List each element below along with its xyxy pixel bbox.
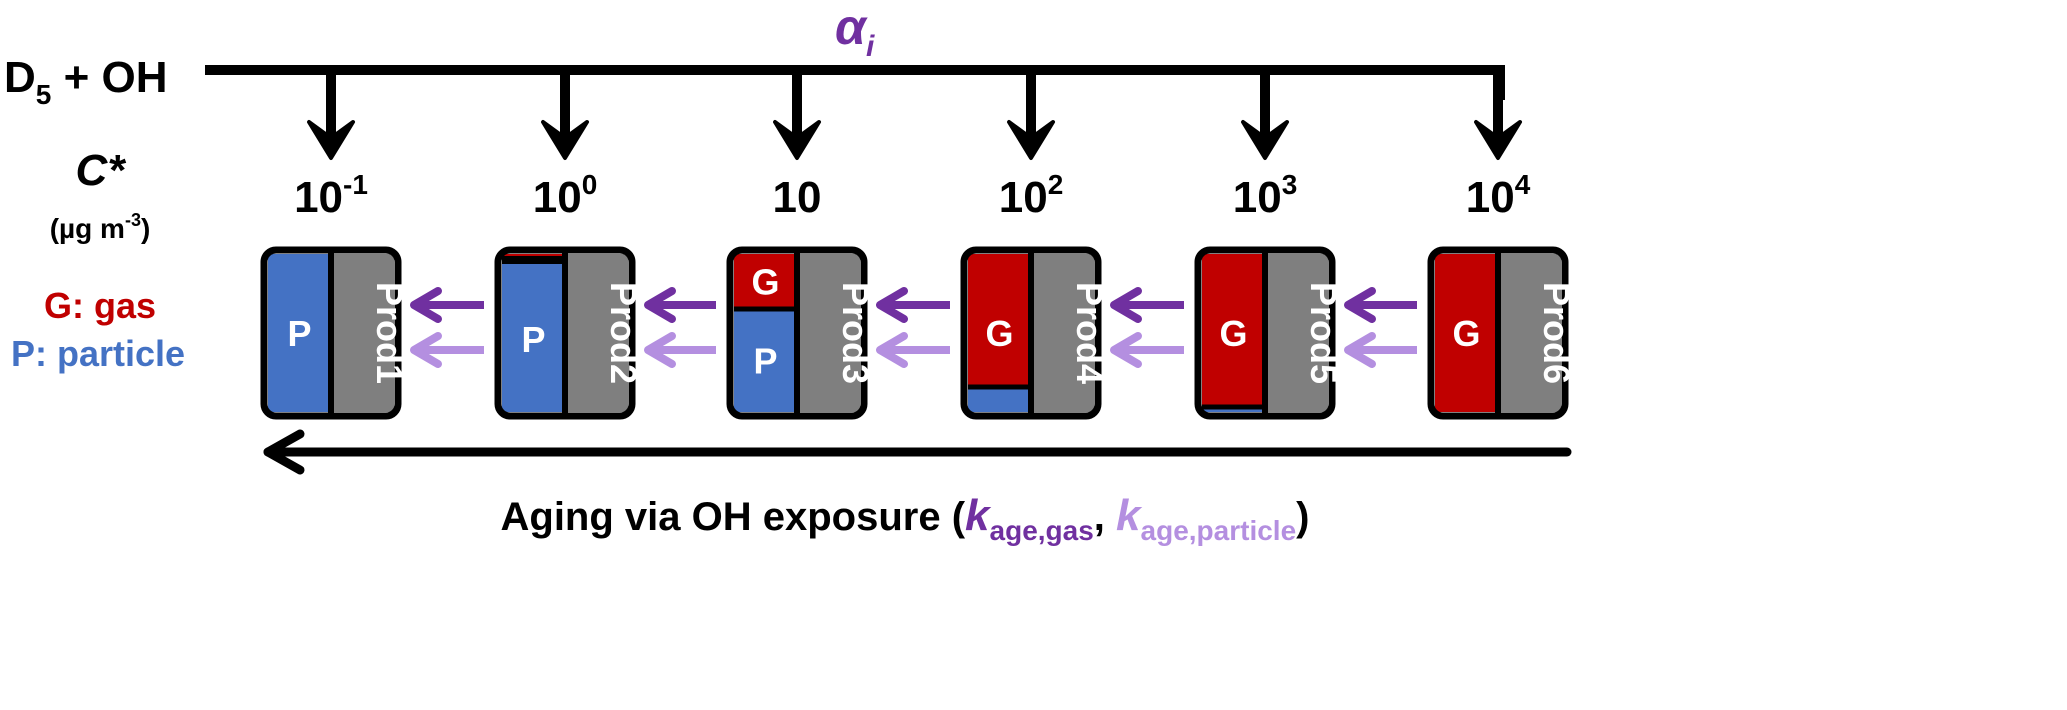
- particle-letter: P: [753, 341, 777, 382]
- particle-aging-arrow: [1110, 332, 1184, 368]
- cstar-value: 10-1: [294, 169, 368, 222]
- legend-gas: G: gas: [44, 285, 156, 326]
- gas-aging-arrow: [1110, 287, 1184, 323]
- arrow-head-icon: [1344, 287, 1376, 323]
- down-arrow-head-icon: [1241, 120, 1289, 160]
- particle-aging-arrow: [644, 332, 716, 368]
- product-label: Prod2: [603, 282, 644, 384]
- gas-letter: G: [751, 262, 779, 303]
- product-panel: [331, 254, 394, 412]
- cstar-value: 104: [1466, 169, 1531, 222]
- arrow-head-icon: [876, 287, 908, 323]
- product-panel: [797, 254, 860, 412]
- particle-fraction: [268, 254, 331, 412]
- gas-fraction: [1435, 254, 1498, 412]
- yield-label: αi: [835, 0, 875, 63]
- cstar-value: 100: [533, 169, 598, 222]
- particle-aging-arrow: [1344, 332, 1417, 368]
- gas-aging-arrow: [410, 287, 484, 323]
- product-label: Prod6: [1536, 282, 1577, 384]
- product-panel: [565, 254, 628, 412]
- arrow-head-icon: [410, 332, 442, 368]
- reactant-label: D5 + OH: [4, 53, 168, 110]
- aging-arrow: [263, 429, 1572, 475]
- arrow-head-icon: [1110, 332, 1142, 368]
- down-arrow-head-icon: [1007, 120, 1055, 160]
- gas-aging-arrow: [876, 287, 950, 323]
- gas-aging-arrow: [1344, 287, 1417, 323]
- product-panel: [1265, 254, 1328, 412]
- gas-letter: G: [985, 313, 1013, 354]
- product-bin-2: Prod2 P: [494, 246, 644, 420]
- product-label: Prod3: [835, 282, 876, 384]
- gas-fraction: [734, 254, 797, 309]
- aging-label: Aging via OH exposure (kage,gas, kage,pa…: [501, 491, 1310, 546]
- product-bin-1: Prod1 P: [260, 246, 410, 420]
- product-bin-4: Prod4 G: [960, 246, 1110, 420]
- volatility-bins: 10-1Prod1P100Prod2P10Prod3GP102Prod4G103…: [260, 120, 1577, 420]
- arrow-head-icon: [644, 287, 676, 323]
- legend-particle: P: particle: [11, 333, 185, 374]
- product-label: Prod4: [1069, 282, 1110, 384]
- gas-letter: G: [1452, 313, 1480, 354]
- cstar-value: 103: [1233, 169, 1298, 222]
- cstar-value: 102: [999, 169, 1064, 222]
- cstar-label: C*: [76, 146, 127, 195]
- arrow-head-icon: [644, 332, 676, 368]
- product-bin-5: Prod5 G: [1194, 246, 1344, 420]
- gas-fraction: [968, 254, 1031, 387]
- particle-aging-arrow: [876, 332, 950, 368]
- down-arrow-head-icon: [773, 120, 821, 160]
- particle-letter: P: [521, 319, 545, 360]
- product-bin-6: Prod6 G: [1427, 246, 1577, 420]
- product-bin-3: Prod3 GP: [726, 246, 876, 420]
- arrow-head-icon: [876, 332, 908, 368]
- product-panel: [1031, 254, 1094, 412]
- product-panel: [1498, 254, 1561, 412]
- cstar-value: 10: [773, 173, 822, 222]
- particle-aging-arrow: [410, 332, 484, 368]
- particle-letter: P: [287, 313, 311, 354]
- arrow-head-icon: [1110, 287, 1142, 323]
- gas-letter: G: [1219, 313, 1247, 354]
- gas-fraction: [1202, 254, 1265, 407]
- down-arrow-head-icon: [307, 120, 355, 160]
- down-arrow-head-icon: [1474, 120, 1522, 160]
- particle-fraction: [502, 254, 565, 412]
- arrow-head-icon: [1344, 332, 1376, 368]
- down-arrow-head-icon: [541, 120, 589, 160]
- product-label: Prod5: [1303, 282, 1344, 384]
- product-label: Prod1: [369, 282, 410, 384]
- arrow-head-icon: [410, 287, 442, 323]
- gas-aging-arrow: [644, 287, 716, 323]
- yield-branch-lines: [205, 65, 1505, 150]
- cstar-units: (µg m-3): [50, 210, 151, 244]
